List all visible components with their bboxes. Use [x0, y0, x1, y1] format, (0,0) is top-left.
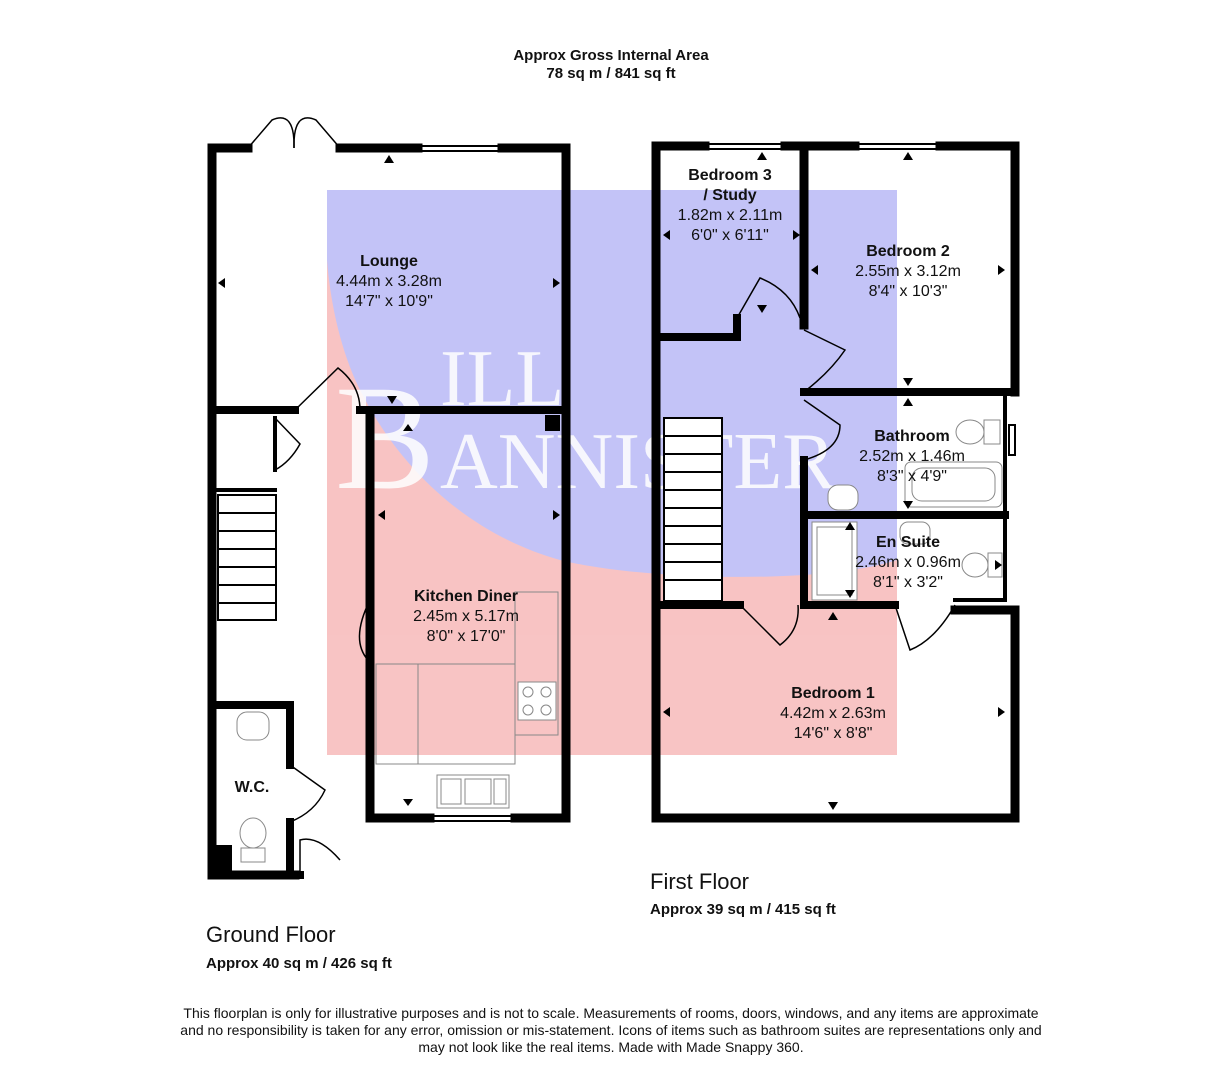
room-label-bedroom-3: Bedroom 3 / Study 1.82m x 2.11m 6'0" x 6… [660, 166, 800, 246]
room-metric: 4.42m x 2.63m [780, 705, 886, 722]
first-floor-plan [651, 141, 1020, 823]
room-imperial: 8'4" x 10'3" [868, 283, 948, 300]
first-floor-doors [736, 277, 956, 651]
ground-floor-fixtures [236, 591, 559, 863]
total-area: 78 sq m / 841 sq ft [546, 65, 676, 82]
area-title: Approx Gross Internal Area [513, 47, 709, 64]
room-name-line1: Bedroom 3 [688, 167, 772, 184]
room-name: En Suite [875, 534, 940, 551]
room-imperial: 6'0" x 6'11" [691, 227, 769, 244]
room-label-en-suite: En Suite 2.46m x 0.96m 8'1" x 3'2" [838, 533, 978, 593]
room-label-kitchen-diner: Kitchen Diner 2.45m x 5.17m 8'0" x 17'0" [396, 587, 536, 647]
ground-floor-dimension-arrows [218, 155, 560, 806]
first-floor-fixtures [811, 419, 1003, 601]
room-label-bedroom-1: Bedroom 1 4.42m x 2.63m 14'6" x 8'8" [763, 684, 903, 744]
room-metric: 1.82m x 2.11m [677, 207, 783, 224]
disclaimer-line-1: This floorplan is only for illustrative … [183, 1005, 1039, 1021]
room-imperial: 14'7" x 10'9" [345, 293, 433, 310]
first-floor-dimension-arrows [663, 152, 1005, 810]
room-metric: 2.46m x 0.96m [855, 554, 961, 571]
room-name: Bedroom 2 [866, 243, 950, 260]
room-label-bedroom-2: Bedroom 2 2.55m x 3.12m 8'4" x 10'3" [838, 242, 978, 302]
ground-floor-stairs [217, 494, 277, 621]
svg-text:ANNISTER: ANNISTER [440, 418, 836, 506]
first-floor-title: First Floor [650, 869, 749, 894]
room-imperial: 8'0" x 17'0" [426, 628, 506, 645]
first-floor-area: Approx 39 sq m / 415 sq ft [650, 901, 836, 918]
room-metric: 2.52m x 1.46m [859, 448, 965, 465]
room-name: Bathroom [874, 428, 950, 445]
room-name: Lounge [360, 253, 418, 270]
room-name: Bedroom 1 [791, 685, 875, 702]
room-imperial: 14'6" x 8'8" [793, 725, 873, 742]
disclaimer-line-3: may not look like the real items. Made w… [418, 1039, 804, 1055]
ground-floor-area: Approx 40 sq m / 426 sq ft [206, 955, 392, 972]
first-floor-stairs [663, 417, 723, 602]
room-label-wc: W.C. [222, 778, 282, 798]
room-metric: 2.55m x 3.12m [855, 263, 961, 280]
disclaimer-line-2: and no responsibility is taken for any e… [180, 1022, 1042, 1038]
first-floor-windows [705, 143, 1016, 822]
room-name: W.C. [234, 779, 270, 796]
room-label-bathroom: Bathroom 2.52m x 1.46m 8'3" x 4'9" [842, 427, 982, 487]
ground-floor-doors [247, 117, 371, 875]
room-imperial: 8'1" x 3'2" [873, 574, 943, 591]
ground-floor-plan [207, 143, 571, 880]
room-label-lounge: Lounge 4.44m x 3.28m 14'7" x 10'9" [319, 252, 459, 312]
room-name-line2: / Study [703, 187, 757, 204]
room-metric: 2.45m x 5.17m [413, 608, 519, 625]
room-name: Kitchen Diner [413, 588, 518, 605]
disclaimer: This floorplan is only for illustrative … [140, 1005, 1082, 1056]
ground-floor-title: Ground Floor [206, 922, 336, 947]
room-metric: 4.44m x 3.28m [336, 273, 442, 290]
room-imperial: 8'3" x 4'9" [877, 468, 947, 485]
